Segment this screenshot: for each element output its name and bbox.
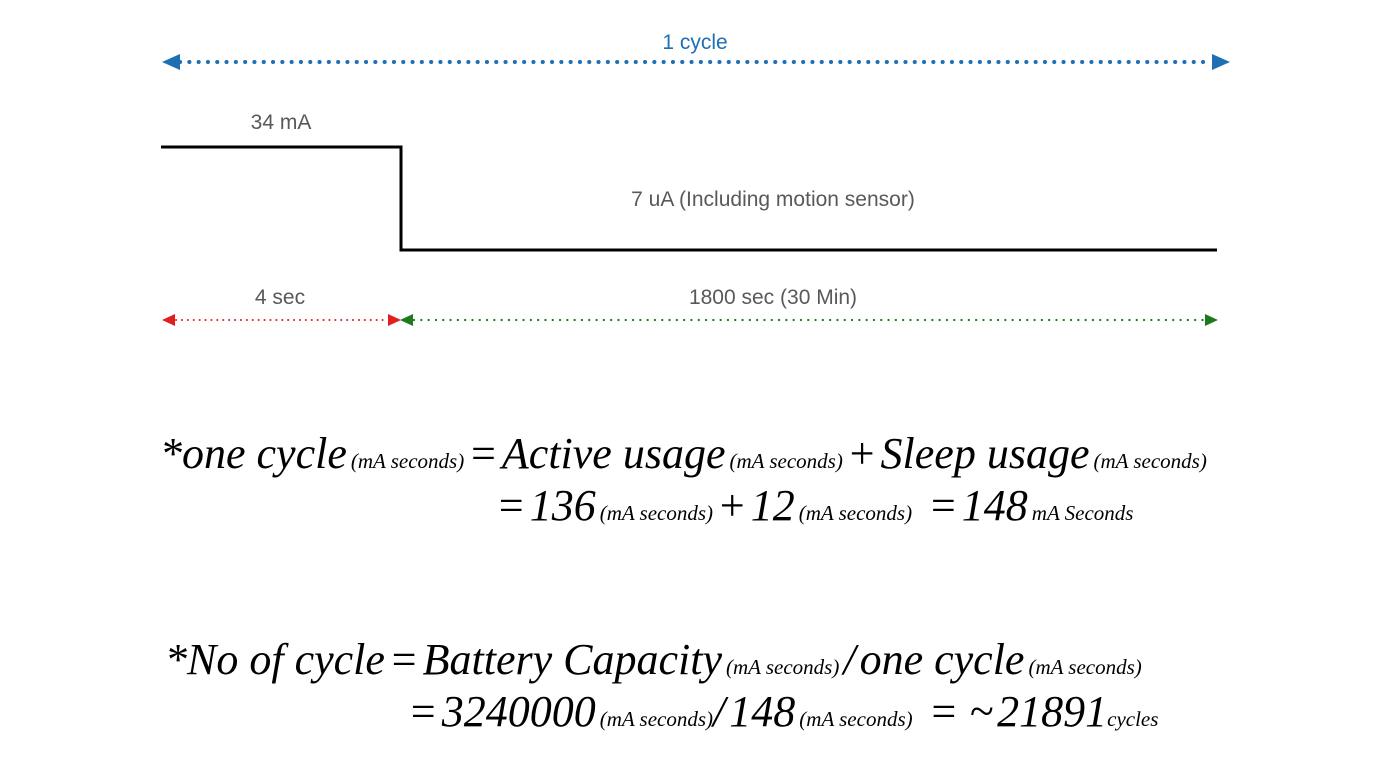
cycle-arrow-left-head xyxy=(162,54,180,70)
eq2-result-equals: = ~ xyxy=(928,687,994,736)
eq1-equals: = xyxy=(468,429,498,478)
eq1-active-usage: Active usage xyxy=(501,429,726,478)
eq1-result-value: 148 xyxy=(961,481,1028,530)
equation2-line1: *No of cycle = Battery Capacity (mA seco… xyxy=(165,638,1142,682)
sleep-duration-right-head xyxy=(1205,314,1218,326)
equation1-line1: *one cycle (mA seconds) = Active usage (… xyxy=(160,432,1207,476)
eq1-sleep-usage: Sleep usage xyxy=(880,429,1090,478)
active-duration-right-head xyxy=(388,314,401,326)
eq1-plus2: + xyxy=(717,481,747,530)
eq1-unit-d: (mA seconds) xyxy=(599,501,714,525)
eq1-unit-b: (mA seconds) xyxy=(729,449,843,473)
eq1-prefix: *one cycle xyxy=(160,429,347,478)
eq2-one-cycle: one cycle xyxy=(859,635,1025,684)
eq2-result-value: 21891 xyxy=(997,687,1108,736)
cycle-label: 1 cycle xyxy=(662,31,727,54)
equation1-line2: = 136 (mA seconds) + 12 (mA seconds) = 1… xyxy=(496,484,1133,528)
eq1-sleep-value: 12 xyxy=(750,481,795,530)
eq1-unit-c: (mA seconds) xyxy=(1093,449,1207,473)
eq2-result-unit: cycles xyxy=(1107,707,1159,731)
sleep-current-label: 7 uA (Including motion sensor) xyxy=(631,188,915,211)
equation2-line2: = 3240000 (mA seconds)/ 148 (mA seconds)… xyxy=(408,690,1158,734)
eq2-divide: / xyxy=(843,635,856,684)
eq2-prefix: *No of cycle xyxy=(165,635,385,684)
eq2-unit-a: (mA seconds) xyxy=(726,655,840,679)
eq2-unit-b: (mA seconds) xyxy=(1028,655,1142,679)
eq2-divide2: / xyxy=(713,687,726,736)
eq2-line2-equals: = xyxy=(408,687,438,736)
active-current-label: 34 mA xyxy=(251,111,312,134)
eq1-active-value: 136 xyxy=(529,481,596,530)
eq1-line2-equals: = xyxy=(496,481,526,530)
cycle-arrow-right-head xyxy=(1212,54,1230,70)
eq1-unit-e: (mA seconds) xyxy=(798,501,913,525)
eq2-equals: = xyxy=(388,635,419,684)
eq1-result-unit: mA Seconds xyxy=(1031,501,1134,525)
eq1-result-equals: = xyxy=(928,481,958,530)
eq2-cycle-value: 148 xyxy=(729,687,796,736)
current-waveform xyxy=(161,145,1217,252)
eq1-plus: + xyxy=(846,429,877,478)
eq2-battery-capacity: Battery Capacity xyxy=(422,635,722,684)
eq1-unit-a: (mA seconds) xyxy=(350,449,465,473)
active-duration-label: 4 sec xyxy=(255,286,305,309)
eq2-unit-d: (mA seconds) xyxy=(799,707,913,731)
eq2-capacity-value: 3240000 xyxy=(441,687,596,736)
eq2-unit-c: (mA seconds) xyxy=(599,707,714,731)
sleep-duration-left-head xyxy=(400,314,413,326)
active-duration-left-head xyxy=(162,314,175,326)
sleep-duration-label: 1800 sec (30 Min) xyxy=(689,286,857,309)
